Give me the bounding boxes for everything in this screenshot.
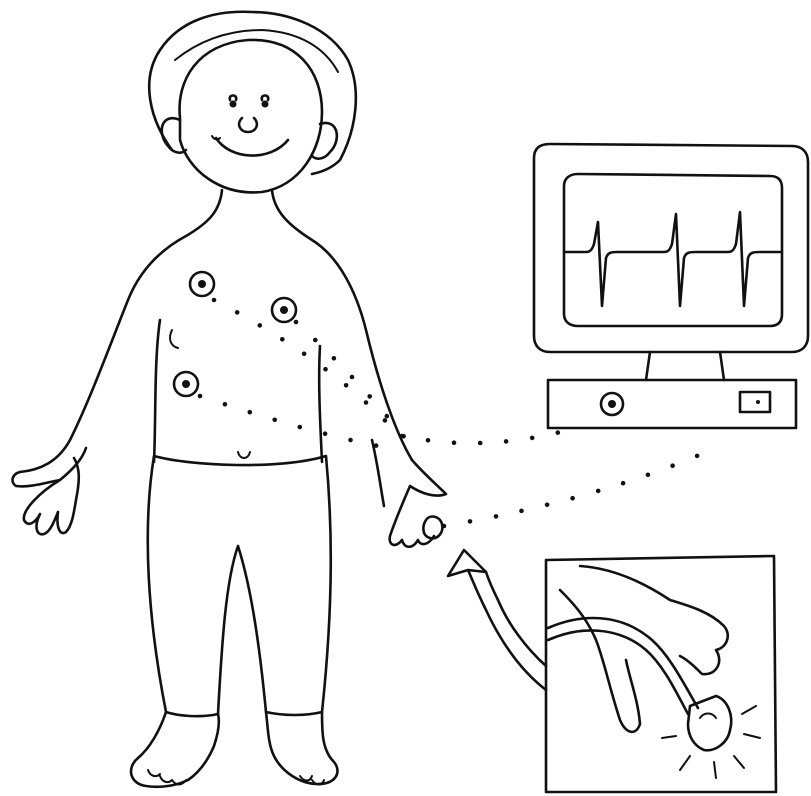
child-face [180, 40, 322, 192]
child-left-eye [230, 96, 237, 101]
child-right-foot [266, 712, 337, 784]
child-torso [20, 190, 412, 472]
monitor-power-knob [601, 393, 623, 415]
child-mouth [216, 138, 288, 156]
lead-wires [198, 298, 700, 529]
inset-magnified-finger [546, 556, 776, 792]
child-pants [148, 456, 331, 716]
electrode-1 [190, 272, 214, 296]
monitor-screen [564, 174, 782, 326]
child-left-hand [13, 448, 86, 534]
electrode-2 [272, 298, 296, 322]
lead-wire-to-monitor-1 [400, 430, 560, 445]
ecg-electrodes [174, 272, 296, 396]
child-left-foot [131, 712, 219, 787]
child-figure [13, 12, 446, 787]
child-right-ear [312, 123, 337, 159]
inset-probe [688, 696, 731, 750]
child-right-eye [262, 96, 269, 101]
inset-light-rays [662, 706, 760, 778]
lead-wire-3 [198, 394, 379, 448]
pointer-arrow [448, 550, 546, 690]
electrode-3 [174, 372, 198, 396]
monitor-switch [740, 392, 770, 412]
lead-wire-2 [294, 320, 406, 439]
inset-frame [546, 556, 776, 792]
lead-wire-1 [212, 298, 388, 423]
ecg-waveform [566, 212, 780, 306]
patient-monitor [534, 144, 808, 428]
monitor-base [548, 380, 796, 428]
finger-probe [423, 517, 442, 539]
child-nose [239, 118, 257, 132]
inset-probe-cable [548, 618, 698, 714]
child-belly-button [238, 452, 250, 458]
monitor-stand [646, 352, 724, 380]
lead-wire-to-monitor-2 [442, 454, 700, 529]
